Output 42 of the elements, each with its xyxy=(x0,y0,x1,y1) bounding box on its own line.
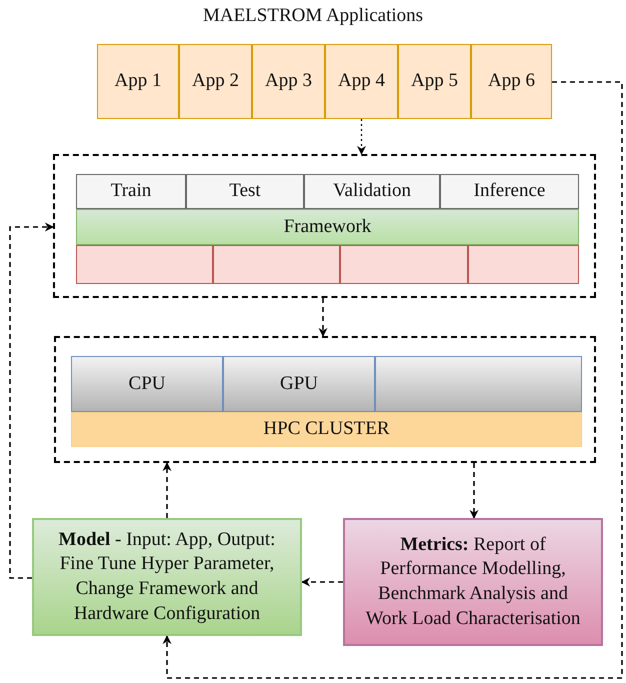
app-box xyxy=(252,44,325,119)
arrow xyxy=(301,578,343,586)
layer-cell xyxy=(186,174,304,209)
node-text: Metrics: Report of Performance Modelling, Benchmark Analysis and Work Load Characterisation xyxy=(364,532,582,631)
layer-cell xyxy=(223,356,375,412)
node-text: App 3 xyxy=(265,69,312,94)
app-box xyxy=(97,44,179,119)
layer-cell xyxy=(440,174,579,209)
node-text: HPC CLUSTER xyxy=(263,417,390,442)
node-text: Inference xyxy=(474,179,546,204)
arrow xyxy=(357,119,366,155)
arrow xyxy=(9,222,54,579)
node-text: CPU xyxy=(128,372,166,396)
layer-cell xyxy=(71,412,582,447)
arrow xyxy=(162,462,172,518)
arrow xyxy=(318,298,328,337)
node-text: Test xyxy=(229,179,261,204)
app-box xyxy=(325,44,398,119)
node-text: App 1 xyxy=(114,69,162,94)
app-box xyxy=(398,44,471,119)
process-box xyxy=(343,518,603,646)
node-text: App 5 xyxy=(411,69,458,94)
layer-cell xyxy=(304,174,440,209)
node-text: GPU xyxy=(280,372,318,396)
node-text: App 2 xyxy=(192,69,239,94)
node-text: App 4 xyxy=(338,69,385,94)
layer-cell xyxy=(76,174,186,209)
app-box xyxy=(471,44,552,119)
app-box xyxy=(179,44,252,119)
node-text: Validation xyxy=(332,179,412,204)
diagram-title: MAELSTROM Applications xyxy=(202,5,424,27)
dashed-group-box xyxy=(53,154,596,298)
node-text: App 6 xyxy=(488,69,535,94)
process-box xyxy=(32,518,302,636)
dashed-group-box xyxy=(54,336,596,463)
arrow xyxy=(162,81,623,679)
node-text: Model - Input: App, Output: Fine Tune Hyper Parameter, Change Framework and Hardware Configuration xyxy=(58,528,276,626)
node-text: Train xyxy=(110,179,152,204)
layer-cell xyxy=(71,356,223,412)
layer-cell xyxy=(76,209,579,245)
arrow xyxy=(470,463,478,519)
node-text: Framework xyxy=(284,214,372,239)
